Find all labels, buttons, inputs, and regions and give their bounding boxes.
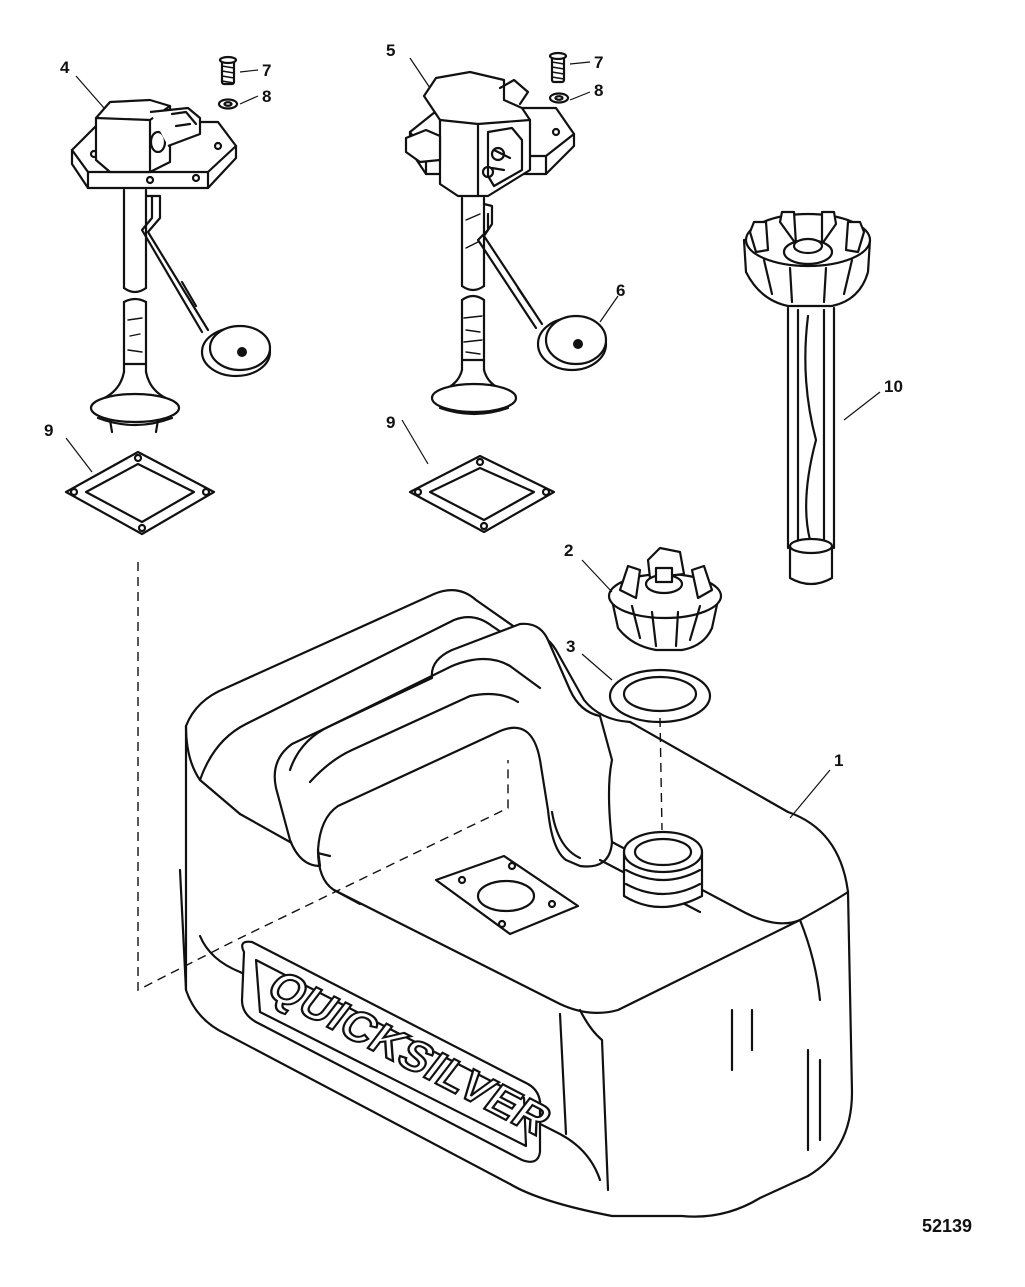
callout-8-right: 8 <box>594 81 603 100</box>
gasket-left <box>64 450 216 536</box>
callout-8-left: 8 <box>262 87 271 106</box>
callout-5: 5 <box>386 41 395 60</box>
callout-labels: 4 5 7 8 7 8 6 9 9 10 2 3 1 <box>44 41 903 770</box>
tank-filler-neck <box>622 830 704 909</box>
callout-9-left: 9 <box>44 421 53 440</box>
callout-1: 1 <box>834 751 843 770</box>
fuel-tank: QUICKSILVER <box>178 589 854 1218</box>
fuel-cap <box>607 546 723 652</box>
callout-7-left: 7 <box>262 61 271 80</box>
tank-mount-plate <box>434 854 580 936</box>
callout-10: 10 <box>884 377 903 396</box>
screw-right <box>548 51 568 84</box>
washer-right <box>548 92 570 104</box>
screw-left <box>218 55 238 86</box>
cap-seal-ring <box>608 668 712 724</box>
callout-7-right: 7 <box>594 53 603 72</box>
callout-3: 3 <box>566 637 575 656</box>
callout-9-right: 9 <box>386 413 395 432</box>
assembly-lines <box>137 562 663 992</box>
callout-4: 4 <box>60 58 70 77</box>
callout-2: 2 <box>564 541 573 560</box>
fuel-cap-with-gauge <box>742 210 872 586</box>
pickup-assembly-right <box>404 70 608 416</box>
float-right <box>536 314 608 372</box>
pickup-assembly-left <box>70 98 272 434</box>
figure-number: 52139 <box>922 1216 972 1236</box>
callout-leaders <box>65 57 881 819</box>
float-left <box>200 324 272 378</box>
washer-left <box>217 98 239 110</box>
callout-6: 6 <box>616 281 625 300</box>
gasket-right <box>408 454 556 534</box>
